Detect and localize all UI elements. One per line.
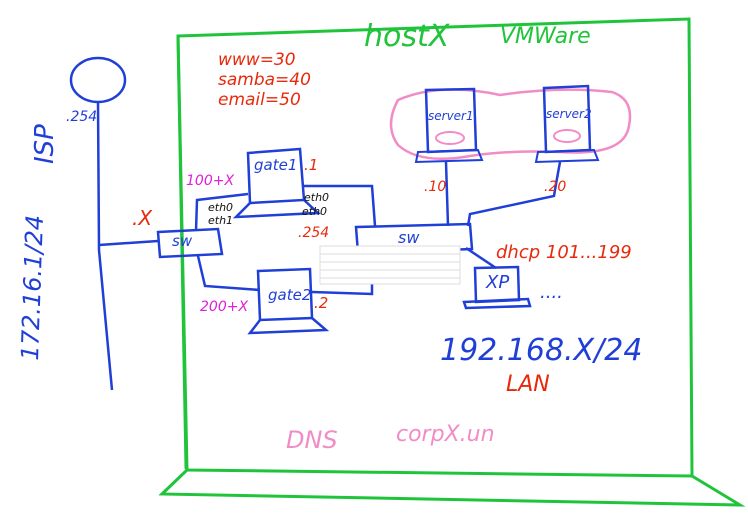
server1-box xyxy=(414,87,484,164)
isp-network-label: 172.16.1/24 xyxy=(16,214,50,361)
switch-to-gate2-link xyxy=(196,255,261,292)
switch-to-gate1-link xyxy=(194,192,249,232)
left-switch-label: sw xyxy=(172,232,193,250)
gate1-if-right-0: eth0 xyxy=(304,191,330,204)
gate2-name: gate2 xyxy=(268,286,312,304)
server-cluster-outline xyxy=(389,88,632,161)
server1-name: server1 xyxy=(428,109,474,123)
lan-switch-box xyxy=(354,222,474,255)
isp-router-octet: .254 xyxy=(66,109,98,125)
gate1-name: gate1 xyxy=(254,156,298,174)
xp-link xyxy=(465,246,497,270)
gate1-if-left-1: eth1 xyxy=(208,214,234,227)
server2-link xyxy=(466,161,562,227)
xp-client-box xyxy=(462,265,532,310)
xp-client-name: XP xyxy=(486,272,510,293)
host-frame xyxy=(158,17,746,507)
erased-area xyxy=(319,245,461,285)
port-email-label: email=50 xyxy=(218,90,301,110)
server2-name: server2 xyxy=(546,107,592,121)
server1-octet: .10 xyxy=(424,179,447,195)
isp-to-switch-link xyxy=(98,239,159,247)
gate1-if-left-0: eth0 xyxy=(208,201,234,214)
lan-switch-label: sw xyxy=(398,228,420,247)
server1-link xyxy=(444,161,450,227)
more-clients-ellipsis: .... xyxy=(540,282,563,303)
gate1-laptop xyxy=(232,147,322,219)
gate1-to-switch-link xyxy=(304,184,377,227)
port-samba-label: samba=40 xyxy=(218,70,311,90)
dns-domain-label: corpX.un xyxy=(396,422,495,447)
lan-network-label: 192.168.X/24 xyxy=(440,333,643,368)
gate1-right-octet: .254 xyxy=(298,225,330,241)
server2-octet: .20 xyxy=(544,179,567,195)
gate2-tag: 200+X xyxy=(200,299,249,315)
gate1-if-right-1: eth0 xyxy=(302,205,328,218)
port-www-label: www=30 xyxy=(218,50,296,70)
dns-label: DNS xyxy=(286,426,338,454)
isp-label: ISP xyxy=(30,124,60,164)
host-platform-label: VMWare xyxy=(500,24,591,49)
isp-bus-line xyxy=(96,101,114,391)
left-switch-box xyxy=(156,227,224,259)
server2-box xyxy=(534,84,600,164)
isp-router-circle xyxy=(69,56,127,104)
gate1-octet: .1 xyxy=(304,156,319,174)
gate1-tag: 100+X xyxy=(186,173,235,189)
isp-host-octet: .X xyxy=(132,206,153,230)
lan-label: LAN xyxy=(506,372,550,397)
dhcp-range-label: dhcp 101...199 xyxy=(496,242,632,263)
gate2-laptop xyxy=(247,267,330,335)
host-name-label: hostX xyxy=(364,19,450,54)
gate2-octet: .2 xyxy=(314,294,329,312)
